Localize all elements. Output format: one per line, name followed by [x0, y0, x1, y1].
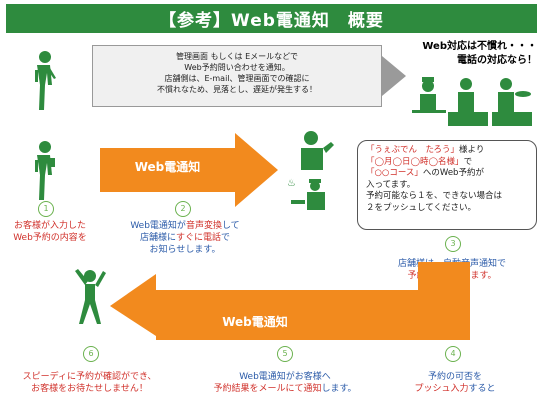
bubble-l1a: 「うぇぶでん たろう」: [366, 145, 459, 155]
step-3-number: 3: [445, 236, 461, 252]
step-2-text: Web電通知が音声変換して 店舗様にすぐに電話で お知らせします。: [110, 220, 260, 256]
phone-message-bubble: 「うぇぶでん たろう」様より 「◯月◯日◯時◯名様」で 「○○コース」へのWeb…: [357, 140, 537, 230]
svg-text:♨: ♨: [287, 178, 296, 189]
step-2-l2c: で: [221, 233, 231, 243]
web-notify-arrow-left: [110, 262, 470, 340]
step-6-number: 6: [83, 346, 99, 362]
bubble-l3b: へのWeb予約が: [422, 168, 484, 178]
walking-person-icon: [35, 51, 56, 110]
step-5-text: Web電通知がお客様へ 予約結果をメールにて通知します。: [200, 371, 370, 395]
bubble-l3a: 「○○コース」: [366, 168, 423, 178]
bubble-l2b: で: [463, 156, 473, 167]
arrow2-label: Web電通知: [222, 315, 288, 329]
step-5-line1: Web電通知がお客様へ: [239, 372, 331, 382]
top-note: Web対応は不慣れ・・・ 電話の対応なら！: [422, 40, 537, 68]
step-1-line2: Web予約の内容を: [13, 233, 87, 243]
step-2-line3: お知らせします。: [149, 245, 221, 255]
bubble-l2a: 「◯月◯日◯時◯名様」: [366, 156, 464, 167]
bubble-l5: 予約可能なら１を、できない場合は: [366, 191, 503, 201]
old-box-line1: 管理画面 もしくは Eメールなどで: [176, 52, 298, 61]
step-4-line1: 予約の可否を: [427, 372, 482, 382]
step-4-number: 4: [445, 346, 461, 362]
step-6-text: スピーディに予約が確認ができ、 お客様をお待たせしません！: [2, 371, 177, 395]
customer-person-icon: [35, 141, 55, 200]
old-box-line4: 不慣れなため、見落とし、遅延が発生する！: [157, 85, 317, 94]
bubble-l6: ２をプッシュしてください。: [366, 202, 476, 213]
restaurant-staff-icon: [412, 77, 532, 126]
step-2-l2b: すぐに電話: [176, 233, 222, 243]
step-2-l1b: 音声変換: [185, 221, 222, 231]
step-4-text: 予約の可否を プッシュ入力すると: [400, 371, 510, 395]
step-1-line1: お客様が入力した: [13, 221, 86, 231]
step-2-l1c: して: [221, 221, 240, 231]
web-notify-arrow-right: [100, 133, 278, 207]
step-5-l2a: 予約結果をメールにて通知: [213, 384, 322, 394]
step-2-l2a: 店舗様に: [139, 233, 177, 243]
step-4-l2a: プッシュ入力: [414, 384, 469, 394]
step-6-line1: スピーディに予約が確認ができ、: [22, 372, 157, 382]
page-title: 【参考】Web電通知 概要: [6, 4, 537, 33]
old-box-line2: Web予約問い合わせを通知。: [184, 63, 290, 72]
bubble-l1b: 様より: [459, 145, 485, 155]
bubble-l4: 入ってます。: [366, 179, 416, 190]
step-1-number: 1: [38, 201, 54, 217]
arrow1-label: Web電通知: [134, 160, 201, 174]
step-2-l1a: Web電通知が: [130, 221, 186, 231]
old-box-line3: 店舗側は、E-mail、管理画面での確認に: [164, 74, 310, 83]
step-2-number: 2: [175, 201, 191, 217]
grey-flow-arrow: [382, 56, 406, 96]
step-5-number: 5: [277, 346, 293, 362]
top-note-line1: Web対応は不慣れ・・・: [422, 41, 537, 52]
step-6-line2: お客様をお待たせしません！: [31, 384, 148, 394]
step-4-l2b: すると: [468, 384, 496, 394]
step-5-l2b: します。: [321, 384, 357, 394]
old-notification-box: 管理画面 もしくは Eメールなどで Web予約問い合わせを通知。 店舗側は、E-…: [92, 45, 382, 107]
step-1-text: お客様が入力した Web予約の内容を: [6, 220, 94, 244]
chef-phone-icon: ♨: [287, 131, 334, 210]
top-note-line2: 電話の対応なら！: [457, 55, 537, 66]
cheering-person-icon: [75, 269, 106, 324]
